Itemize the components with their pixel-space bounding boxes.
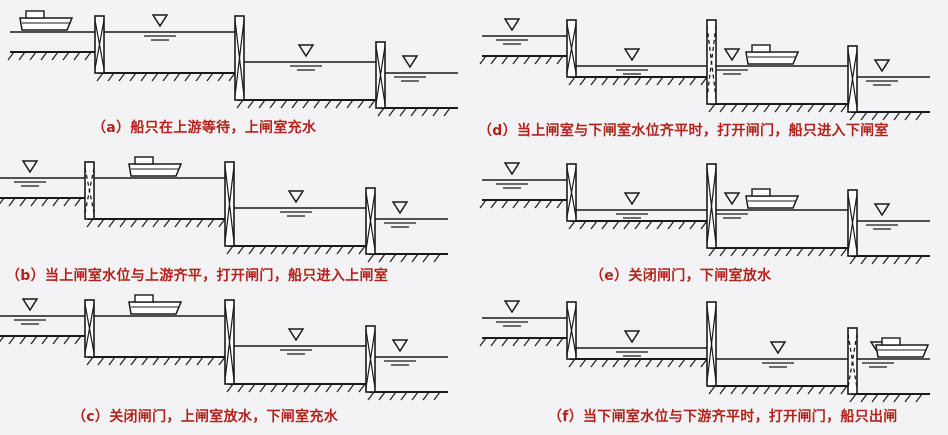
lower-chamber-level-mark xyxy=(716,192,748,219)
upper-chamber-level-mark xyxy=(616,192,648,219)
middle-gate xyxy=(706,19,717,105)
ground-hatching xyxy=(0,197,441,263)
downstream-gate xyxy=(375,41,386,109)
caption-b: （b）当上闸室水位与上游齐平，打开闸门，船只进入上闸室 xyxy=(6,268,389,284)
channel-bed xyxy=(10,51,458,109)
upstream-gate xyxy=(84,299,95,358)
upstream-gate xyxy=(84,161,95,220)
lower-chamber-level-mark xyxy=(280,190,312,217)
panel-c xyxy=(0,294,448,401)
panel-a xyxy=(7,10,458,117)
boat xyxy=(745,44,800,65)
upper-chamber-level-mark xyxy=(144,14,176,41)
boat xyxy=(19,10,74,31)
panel-e xyxy=(479,162,930,265)
caption-f: （f）当下闸室水位与下游齐平时，打开闸门，船只出闸 xyxy=(548,409,898,425)
downstream-gate xyxy=(847,189,858,257)
boat xyxy=(128,156,183,177)
upper-chamber-level-mark xyxy=(616,330,648,357)
boat xyxy=(128,294,183,315)
lower-chamber-level-mark xyxy=(280,328,312,355)
downstream-level-mark xyxy=(384,339,416,366)
upstream-level-mark xyxy=(496,162,528,189)
upstream-level-mark xyxy=(14,298,46,325)
caption-e: （e）关闭闸门，下闸室放水 xyxy=(590,268,772,284)
panel-b xyxy=(0,156,448,263)
channel-bed xyxy=(0,197,448,255)
lower-chamber-level-mark xyxy=(762,341,794,368)
lower-chamber-level-mark xyxy=(716,48,748,75)
upstream-gate xyxy=(566,163,577,222)
upstream-level-mark xyxy=(14,160,46,187)
ground-hatching xyxy=(479,55,923,121)
upper-chamber-level-mark xyxy=(616,48,648,75)
caption-a: （a）船只在上游等待，上闸室充水 xyxy=(92,120,317,136)
middle-gate xyxy=(706,163,717,249)
panel-f xyxy=(479,300,930,403)
ground-hatching xyxy=(479,337,923,403)
downstream-level-mark xyxy=(384,201,416,228)
ground-hatching xyxy=(479,199,923,265)
ground-hatching xyxy=(7,51,451,117)
boat xyxy=(745,188,800,209)
lower-chamber-level-mark xyxy=(290,44,322,71)
channel-bed xyxy=(482,199,930,257)
upstream-gate xyxy=(94,15,105,74)
downstream-gate xyxy=(847,327,858,395)
channel-bed xyxy=(482,55,930,113)
ground-hatching xyxy=(0,335,441,401)
panel-d xyxy=(479,18,930,121)
downstream-gate xyxy=(365,187,376,255)
caption-c: （c）关闭闸门，上闸室放水，下闸室充水 xyxy=(72,409,338,425)
middle-gate xyxy=(224,299,235,385)
boat xyxy=(875,337,930,358)
upstream-gate xyxy=(566,301,577,360)
middle-gate xyxy=(224,161,235,247)
channel-bed xyxy=(482,337,930,395)
upstream-level-mark xyxy=(496,18,528,45)
middle-gate xyxy=(706,301,717,387)
downstream-gate xyxy=(847,45,858,113)
middle-gate xyxy=(234,15,245,101)
downstream-gate xyxy=(365,325,376,393)
upstream-gate xyxy=(566,19,577,78)
downstream-level-mark xyxy=(394,55,426,82)
downstream-level-mark xyxy=(866,59,898,86)
caption-d: （d）当上闸室与下闸室水位齐平时，打开闸门，船只进入下闸室 xyxy=(478,123,889,139)
downstream-level-mark xyxy=(866,203,898,230)
upstream-level-mark xyxy=(496,300,528,327)
channel-bed xyxy=(0,335,448,393)
